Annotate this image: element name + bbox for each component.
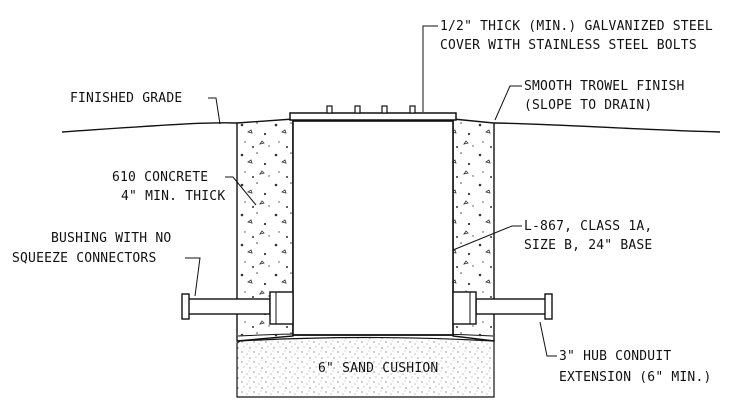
leader-conduit [539, 321, 557, 357]
light-base-label-line2: SIZE B, 24" BASE [524, 238, 652, 253]
leader-cover [422, 25, 438, 112]
cover-label-line2: COVER WITH STAINLESS STEEL BOLTS [440, 38, 697, 53]
bushing-label-line2: SQUEEZE CONNECTORS [12, 251, 156, 266]
cover-bolt [354, 105, 361, 114]
leader-concrete [225, 176, 257, 206]
cover-bolt [326, 105, 333, 114]
sand-cushion-label: 6" SAND CUSHION [318, 361, 438, 376]
conduit-label-line1: 3" HUB CONDUIT [559, 349, 671, 364]
trowel-label-line2: (SLOPE TO DRAIN) [524, 98, 652, 113]
steel-cover [289, 112, 457, 121]
bushing-right [452, 291, 477, 325]
cover-label-line1: 1/2" THICK (MIN.) GALVANIZED STEEL [440, 19, 713, 34]
concrete-label-line2: 4" MIN. THICK [121, 189, 225, 204]
bushing-left [269, 291, 294, 325]
concrete-label-line1: 610 CONCRETE [112, 170, 208, 185]
conduit-right [475, 298, 547, 315]
leader-bushing [185, 257, 201, 297]
cover-bolt [409, 105, 416, 114]
light-base-label-line1: L-867, CLASS 1A, [524, 219, 652, 234]
conduit-end-right [544, 293, 553, 320]
finished-grade-label: FINISHED GRADE [70, 91, 182, 106]
trowel-label-line1: SMOOTH TROWEL FINISH [524, 79, 685, 94]
conduit-label-line2: EXTENSION (6" MIN.) [559, 370, 712, 385]
bushing-label-line1: BUSHING WITH NO [51, 231, 171, 246]
conduit-end-left [181, 293, 190, 320]
leader-trowel [494, 85, 522, 121]
finished-grade-line [61, 122, 721, 133]
cover-bolt [381, 105, 388, 114]
light-base-can [292, 120, 454, 336]
conduit-left [187, 298, 271, 315]
leader-light-base [452, 225, 522, 251]
leader-finished-grade [208, 97, 221, 125]
concrete-encasement-left [236, 118, 294, 342]
